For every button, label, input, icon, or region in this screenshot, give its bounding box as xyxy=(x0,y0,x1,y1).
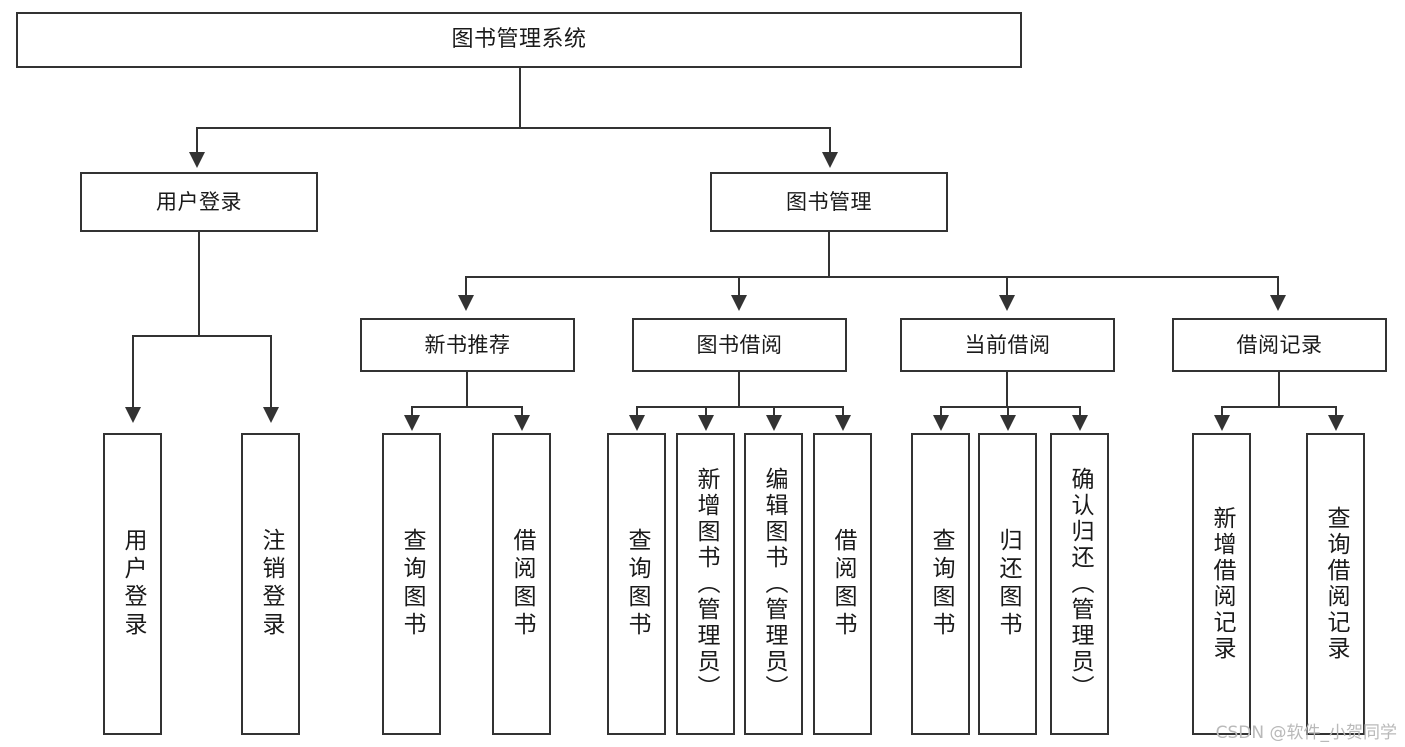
node-label: 借阅图书 xyxy=(509,528,535,640)
node-label: 图书借阅 xyxy=(696,332,783,357)
node-label: 查询图书 xyxy=(928,528,954,640)
node-label: 图书管理 xyxy=(786,189,872,214)
edge-bb-to-leaf-1 xyxy=(636,406,638,420)
node-label: 新增图书（管理员） xyxy=(693,467,719,701)
arrowhead-current-borrow xyxy=(999,295,1015,311)
edge-new-book-bus xyxy=(412,406,522,408)
leaf-book-borrow-edit-book-admin[interactable]: 编辑图书（管理员） xyxy=(744,433,803,735)
arrowhead-cb-leaf-1 xyxy=(933,415,949,431)
edge-current-borrow-stem xyxy=(1006,372,1008,407)
leaf-book-borrow-query-book[interactable]: 查询图书 xyxy=(607,433,666,735)
edge-user-login-stem xyxy=(198,232,200,336)
edge-cb-to-leaf-1 xyxy=(940,406,942,420)
node-label: 确认归还（管理员） xyxy=(1067,467,1093,701)
arrowhead-bb-leaf-1 xyxy=(629,415,645,431)
leaf-user-login-login[interactable]: 用户登录 xyxy=(103,433,162,735)
edge-borrow-record-bus xyxy=(1222,406,1336,408)
edge-bb-to-leaf-2 xyxy=(705,406,707,420)
arrowhead-bb-leaf-2 xyxy=(698,415,714,431)
node-label: 用户登录 xyxy=(156,189,242,214)
node-current-borrow[interactable]: 当前借阅 xyxy=(900,318,1115,372)
arrowhead-cb-leaf-3 xyxy=(1072,415,1088,431)
arrowhead-user-login xyxy=(189,152,205,168)
edge-new-book-stem xyxy=(466,372,468,407)
node-root-book-management-system[interactable]: 图书管理系统 xyxy=(16,12,1022,68)
arrowhead-bb-leaf-4 xyxy=(835,415,851,431)
edge-root-to-user-login xyxy=(196,127,198,155)
arrowhead-br-leaf-1 xyxy=(1214,415,1230,431)
leaf-borrow-record-query-record[interactable]: 查询借阅记录 xyxy=(1306,433,1365,735)
arrowhead-bb-leaf-3 xyxy=(766,415,782,431)
edge-bb-to-leaf-4 xyxy=(842,406,844,420)
arrowhead-book-management xyxy=(822,152,838,168)
leaf-current-borrow-query-book[interactable]: 查询图书 xyxy=(911,433,970,735)
csdn-watermark: CSDN @软件_小贺同学 xyxy=(1215,723,1397,743)
edge-br-to-leaf-1 xyxy=(1221,406,1223,420)
node-book-borrow[interactable]: 图书借阅 xyxy=(632,318,847,372)
node-label: 当前借阅 xyxy=(964,332,1051,357)
edge-br-to-leaf-2 xyxy=(1335,406,1337,420)
arrowhead-book-borrow xyxy=(731,295,747,311)
leaf-new-book-borrow-book[interactable]: 借阅图书 xyxy=(492,433,551,735)
node-label: 查询图书 xyxy=(624,528,650,640)
edge-book-borrow-stem xyxy=(738,372,740,407)
node-label: 查询借阅记录 xyxy=(1323,506,1349,662)
leaf-current-borrow-confirm-return-admin[interactable]: 确认归还（管理员） xyxy=(1050,433,1109,735)
node-label: 查询图书 xyxy=(399,528,425,640)
node-label: 用户登录 xyxy=(120,528,146,640)
edge-user-login-to-leaf-1 xyxy=(132,335,134,410)
edge-bm-to-book-borrow xyxy=(738,276,740,298)
edge-nb-to-leaf-1 xyxy=(411,406,413,420)
arrowhead-user-login-leaf-1 xyxy=(125,407,141,423)
edge-bm-to-borrow-record xyxy=(1277,276,1279,298)
arrowhead-borrow-record xyxy=(1270,295,1286,311)
leaf-borrow-record-add-record[interactable]: 新增借阅记录 xyxy=(1192,433,1251,735)
edge-user-login-bus xyxy=(133,335,272,337)
leaf-book-borrow-add-book-admin[interactable]: 新增图书（管理员） xyxy=(676,433,735,735)
edge-root-to-book-management xyxy=(829,127,831,155)
edge-book-borrow-bus xyxy=(637,406,843,408)
node-label: 新书推荐 xyxy=(424,332,511,357)
edge-current-borrow-bus xyxy=(941,406,1080,408)
edge-book-management-bus xyxy=(466,276,1278,278)
arrowhead-nb-leaf-1 xyxy=(404,415,420,431)
edge-cb-to-leaf-2 xyxy=(1007,406,1009,420)
edge-cb-to-leaf-3 xyxy=(1079,406,1081,420)
edge-root-stem xyxy=(519,68,521,128)
arrowhead-br-leaf-2 xyxy=(1328,415,1344,431)
arrowhead-cb-leaf-2 xyxy=(1000,415,1016,431)
edge-book-management-stem xyxy=(828,232,830,277)
node-label: 借阅图书 xyxy=(830,528,856,640)
leaf-current-borrow-return-book[interactable]: 归还图书 xyxy=(978,433,1037,735)
edge-bm-to-new-book xyxy=(465,276,467,298)
arrowhead-new-book-recommend xyxy=(458,295,474,311)
node-label: 编辑图书（管理员） xyxy=(761,467,787,701)
node-user-login[interactable]: 用户登录 xyxy=(80,172,318,232)
node-label: 注销登录 xyxy=(258,528,284,640)
arrowhead-nb-leaf-2 xyxy=(514,415,530,431)
leaf-user-login-logout[interactable]: 注销登录 xyxy=(241,433,300,735)
edge-bb-to-leaf-3 xyxy=(773,406,775,420)
node-borrow-record[interactable]: 借阅记录 xyxy=(1172,318,1387,372)
node-label: 归还图书 xyxy=(995,528,1021,640)
leaf-book-borrow-borrow-book[interactable]: 借阅图书 xyxy=(813,433,872,735)
node-label: 图书管理系统 xyxy=(451,27,587,53)
edge-borrow-record-stem xyxy=(1278,372,1280,407)
edge-bm-to-current-borrow xyxy=(1006,276,1008,298)
node-label: 新增借阅记录 xyxy=(1209,506,1235,662)
edge-nb-to-leaf-2 xyxy=(521,406,523,420)
node-new-book-recommend[interactable]: 新书推荐 xyxy=(360,318,575,372)
arrowhead-user-login-leaf-2 xyxy=(263,407,279,423)
node-book-management[interactable]: 图书管理 xyxy=(710,172,948,232)
edge-user-login-to-leaf-2 xyxy=(270,335,272,410)
edge-root-bus xyxy=(197,127,831,129)
node-label: 借阅记录 xyxy=(1236,332,1323,357)
leaf-new-book-query-book[interactable]: 查询图书 xyxy=(382,433,441,735)
